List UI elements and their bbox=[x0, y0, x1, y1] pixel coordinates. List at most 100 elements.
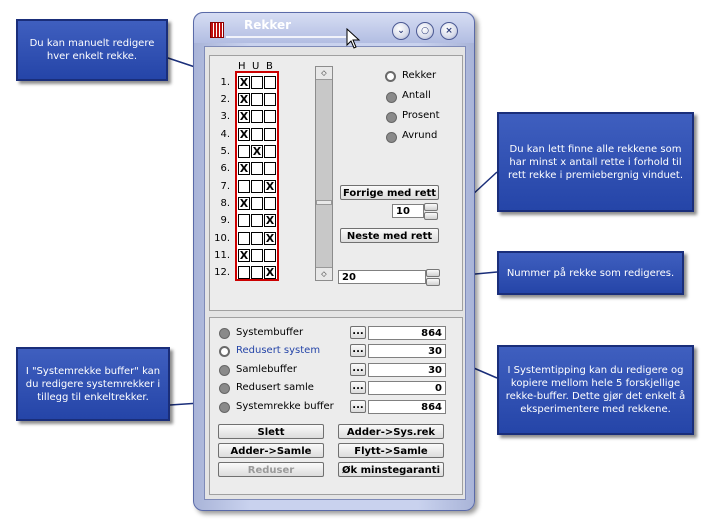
buffer-radio[interactable] bbox=[219, 402, 230, 413]
grid-cell[interactable]: X bbox=[238, 76, 250, 89]
count-up-icon[interactable] bbox=[424, 203, 438, 211]
reduser-button[interactable]: Reduser bbox=[218, 462, 324, 477]
grid-cell[interactable] bbox=[238, 214, 250, 227]
buffer-open-button[interactable]: ... bbox=[350, 326, 366, 339]
buffer-open-button[interactable]: ... bbox=[350, 363, 366, 376]
buffer-open-button[interactable]: ... bbox=[350, 344, 366, 357]
app-grid-icon bbox=[210, 22, 224, 38]
col-header-u: U bbox=[252, 61, 260, 72]
buffer-label: Samlebuffer bbox=[236, 364, 297, 375]
grid-cell[interactable] bbox=[251, 249, 263, 262]
grid-cell[interactable] bbox=[251, 266, 263, 279]
callout-find-rows: Du kan lett finne alle rekkene som har m… bbox=[497, 112, 694, 212]
buffer-count-field: 864 bbox=[368, 400, 446, 414]
next-with-right-button[interactable]: Neste med rett bbox=[340, 228, 439, 243]
grid-cell[interactable]: X bbox=[238, 128, 250, 141]
grid-cell[interactable] bbox=[251, 76, 263, 89]
option-avrund-radio[interactable] bbox=[386, 132, 397, 143]
row-number-label: 3. bbox=[220, 111, 230, 122]
grid-cell[interactable] bbox=[251, 128, 263, 141]
row-number-label: 1. bbox=[220, 77, 230, 88]
buffer-radio[interactable] bbox=[219, 328, 230, 339]
option-rekker-label: Rekker bbox=[402, 70, 437, 81]
buffer-radio[interactable] bbox=[219, 383, 230, 394]
option-prosent-radio[interactable] bbox=[386, 112, 397, 123]
maximize-icon[interactable]: ○ bbox=[416, 22, 434, 40]
grid-cell[interactable]: X bbox=[264, 232, 276, 245]
col-header-h: H bbox=[238, 61, 246, 72]
row-up-icon[interactable] bbox=[426, 269, 440, 277]
close-icon[interactable]: × bbox=[440, 22, 458, 40]
row-number-field[interactable]: 20 bbox=[338, 270, 426, 284]
adder-sys-rek-button[interactable]: Adder->Sys.rek bbox=[338, 424, 444, 439]
buffer-label: Systemrekke buffer bbox=[236, 401, 334, 412]
minimize-icon[interactable]: ⌄ bbox=[392, 22, 410, 40]
buffer-count-field: 30 bbox=[368, 344, 446, 358]
col-header-b: B bbox=[266, 61, 273, 72]
grid-cell[interactable] bbox=[251, 197, 263, 210]
prev-with-right-button[interactable]: Forrige med rett bbox=[340, 185, 439, 200]
buffer-label: Redusert system bbox=[236, 345, 321, 356]
buffer-radio[interactable] bbox=[219, 365, 230, 376]
grid-cell[interactable] bbox=[251, 110, 263, 123]
ok-minstegaranti-button[interactable]: Øk minstegaranti bbox=[338, 462, 444, 477]
grid-cell[interactable]: X bbox=[238, 93, 250, 106]
grid-cell[interactable] bbox=[251, 93, 263, 106]
count-down-icon[interactable] bbox=[424, 212, 438, 220]
grid-cell[interactable] bbox=[251, 214, 263, 227]
grid-cell[interactable] bbox=[251, 162, 263, 175]
min-right-count-field[interactable]: 10 bbox=[392, 204, 424, 218]
option-avrund-label: Avrund bbox=[402, 130, 438, 141]
grid-cell[interactable] bbox=[251, 232, 263, 245]
option-prosent-label: Prosent bbox=[402, 110, 440, 121]
option-antall-radio[interactable] bbox=[386, 92, 397, 103]
grid-cell[interactable] bbox=[264, 128, 276, 141]
grid-cell[interactable] bbox=[264, 145, 276, 158]
row-number-label: 11. bbox=[214, 250, 230, 261]
window-title: Rekker bbox=[244, 18, 292, 32]
callout-manual-edit: Du kan manuelt redigere hver enkelt rekk… bbox=[16, 19, 168, 81]
row-down-icon[interactable] bbox=[426, 278, 440, 286]
grid-cell[interactable]: X bbox=[264, 214, 276, 227]
row-number-label: 12. bbox=[214, 267, 230, 278]
option-rekker-radio[interactable] bbox=[385, 71, 396, 82]
grid-cell[interactable]: X bbox=[264, 180, 276, 193]
grid-cell[interactable] bbox=[264, 76, 276, 89]
row-number-label: 4. bbox=[220, 129, 230, 140]
buffer-open-button[interactable]: ... bbox=[350, 400, 366, 413]
grid-cell[interactable]: X bbox=[251, 145, 263, 158]
scroll-thumb[interactable] bbox=[316, 200, 332, 205]
grid-cell[interactable] bbox=[238, 180, 250, 193]
grid-cell[interactable] bbox=[264, 197, 276, 210]
buffer-radio[interactable] bbox=[219, 346, 230, 357]
row-number-label: 8. bbox=[220, 198, 230, 209]
grid-cell[interactable]: X bbox=[238, 162, 250, 175]
row-number-label: 6. bbox=[220, 163, 230, 174]
flytt-samle-button[interactable]: Flytt->Samle bbox=[338, 443, 444, 458]
grid-cell[interactable]: X bbox=[264, 266, 276, 279]
grid-cell[interactable] bbox=[238, 145, 250, 158]
callout-systemtipping: I Systemtipping kan du redigere og kopie… bbox=[497, 345, 694, 435]
row-number-label: 5. bbox=[220, 146, 230, 157]
scroll-up-icon[interactable]: ◇ bbox=[316, 67, 332, 80]
buffer-open-button[interactable]: ... bbox=[350, 381, 366, 394]
buffer-count-field: 0 bbox=[368, 381, 446, 395]
scroll-down-icon[interactable]: ◇ bbox=[316, 267, 332, 280]
grid-cell[interactable] bbox=[264, 110, 276, 123]
grid-cell[interactable] bbox=[264, 162, 276, 175]
adder-samle-button[interactable]: Adder->Samle bbox=[218, 443, 324, 458]
grid-cell[interactable]: X bbox=[238, 110, 250, 123]
slett-button[interactable]: Slett bbox=[218, 424, 324, 439]
grid-cell[interactable] bbox=[264, 249, 276, 262]
row-scrollbar[interactable]: ◇ ◇ bbox=[315, 66, 333, 281]
title-bar[interactable]: Rekker ⌄ ○ × bbox=[194, 13, 474, 43]
grid-cell[interactable] bbox=[238, 232, 250, 245]
grid-cell[interactable] bbox=[251, 180, 263, 193]
grid-cell[interactable] bbox=[264, 93, 276, 106]
grid-cell[interactable]: X bbox=[238, 249, 250, 262]
grid-cell[interactable] bbox=[238, 266, 250, 279]
grid-cell[interactable]: X bbox=[238, 197, 250, 210]
